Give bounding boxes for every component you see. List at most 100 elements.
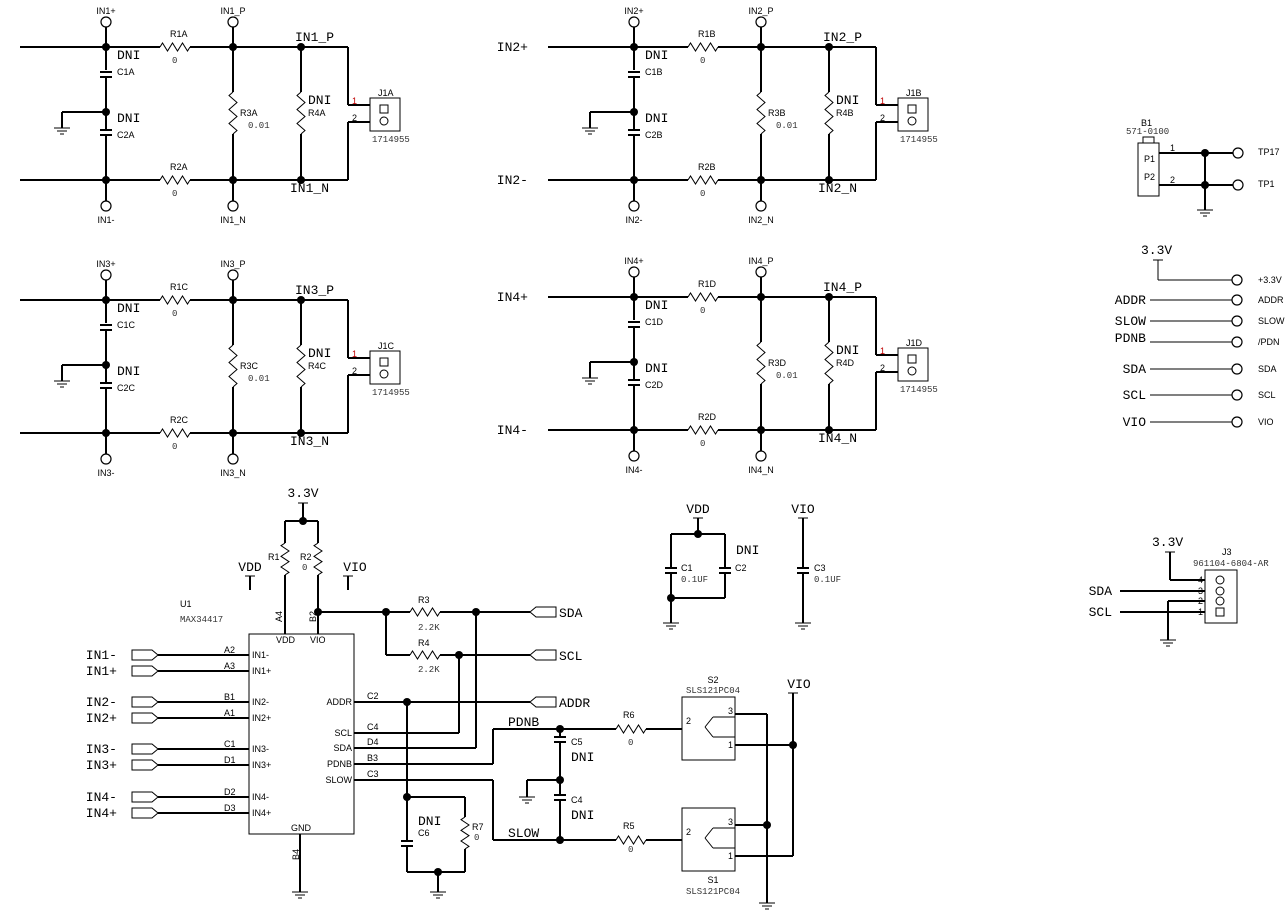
connector-body	[897, 347, 929, 382]
ref-designator: R1D	[698, 279, 717, 289]
value-label: 0	[172, 442, 177, 452]
net-label: IN4-	[86, 790, 117, 805]
ref-designator: U1	[180, 599, 192, 609]
dni-label: DNI	[736, 543, 759, 558]
value-label: 0.01	[248, 121, 270, 131]
resistor	[280, 542, 290, 576]
resistor	[228, 91, 238, 135]
ref-designator: C6	[418, 828, 430, 838]
test-point	[628, 266, 640, 278]
part-number: 1714955	[900, 135, 938, 145]
ref-designator: C1A	[117, 67, 135, 77]
ref-designator: R5	[623, 821, 635, 831]
part-number: 961104-6804-AR	[1193, 559, 1269, 569]
rail-label: 3.3V	[287, 486, 318, 501]
ref-designator: R4C	[308, 361, 327, 371]
pin-name: PDNB	[327, 759, 352, 769]
tp-label: SCL	[1258, 390, 1276, 400]
pin-name: IN4-	[252, 792, 269, 802]
ref-designator: R3	[418, 595, 430, 605]
net-label-in-n: IN2-	[497, 173, 528, 188]
connector-pin-square	[379, 357, 389, 367]
ball-label: D1	[224, 755, 236, 765]
ref-designator: R3B	[768, 108, 786, 118]
tp-label: IN2_N	[748, 215, 774, 225]
junction-dot	[825, 426, 833, 434]
dni-label: DNI	[571, 750, 594, 765]
port-arrow	[131, 712, 159, 724]
pin-number: 2	[686, 716, 691, 726]
value-label: 0.1UF	[681, 575, 708, 585]
junction-dot	[297, 296, 305, 304]
junction-dot	[229, 429, 237, 437]
ref-designator: C1	[681, 563, 693, 573]
ground-symbol	[1160, 639, 1176, 647]
dni-label: DNI	[645, 111, 668, 126]
resistor	[687, 292, 719, 302]
port-arrow	[131, 759, 159, 771]
value-label: 0.01	[248, 374, 270, 384]
ref-designator: S2	[707, 675, 718, 685]
ref-designator: R1C	[170, 282, 189, 292]
pin-name: IN2+	[252, 713, 271, 723]
resistor	[296, 344, 306, 388]
value-label: 0	[700, 189, 705, 199]
dni-label: DNI	[117, 364, 140, 379]
part-number: 1714955	[372, 388, 410, 398]
test-point	[227, 200, 239, 212]
tp-label: SDA	[1258, 364, 1277, 374]
channel-ch1: IN1+IN1-IN1+IN1-IN1_PIN1_NIN1_PIN1_NDNIC…	[0, 6, 410, 225]
test-point	[1231, 294, 1243, 306]
ref-designator: R2A	[170, 162, 188, 172]
dni-label: DNI	[117, 111, 140, 126]
tp-label: /PDN	[1258, 337, 1280, 347]
junction-dot	[825, 176, 833, 184]
value-label: 0	[628, 738, 633, 748]
pin-name: IN4+	[252, 808, 271, 818]
test-point	[1231, 315, 1243, 327]
pin-number: 4	[1198, 575, 1203, 585]
resistor	[687, 42, 719, 52]
ref-designator: R1B	[698, 29, 716, 39]
pin-name: IN1-	[252, 650, 269, 660]
ball-label: B4	[291, 849, 301, 860]
ref-designator: C3	[814, 563, 826, 573]
ball-label: A2	[224, 645, 235, 655]
tp-label: +3.3V	[1258, 275, 1282, 285]
test-point	[100, 453, 112, 465]
pin-number: 3	[728, 817, 733, 827]
port-arrow	[131, 743, 159, 755]
part-number: SLS121PC04	[686, 686, 740, 696]
tp-label: TP17	[1258, 147, 1280, 157]
ref-designator: C2B	[645, 130, 663, 140]
resistor	[687, 425, 719, 435]
shunt-channels: IN1+IN1-IN1+IN1-IN1_PIN1_NIN1_PIN1_NDNIC…	[0, 6, 938, 478]
connector-pin-square	[907, 104, 917, 114]
resistor	[687, 175, 719, 185]
ref-designator: C1D	[645, 317, 664, 327]
switch-lever	[704, 726, 714, 738]
ref-designator: J1B	[906, 88, 922, 98]
junction-dot	[102, 296, 110, 304]
pin-number: 2	[352, 113, 357, 123]
junction-dot	[229, 176, 237, 184]
port-arrow	[131, 696, 159, 708]
pin-name: IN1+	[252, 666, 271, 676]
test-point	[1231, 336, 1243, 348]
net-label: IN4_N	[818, 431, 857, 446]
tp-label: IN1_N	[220, 215, 246, 225]
junction-dot	[825, 43, 833, 51]
value-label: 0	[700, 56, 705, 66]
ref-designator: S1	[707, 875, 718, 885]
connector-pin-round	[1215, 575, 1225, 585]
junction-dot	[757, 43, 765, 51]
ref-designator: J3	[1222, 547, 1232, 557]
tp-label: IN4-	[625, 465, 642, 475]
net-label: ADDR	[559, 696, 590, 711]
tp-label: IN3-	[97, 468, 114, 478]
net-label: ADDR	[1115, 293, 1146, 308]
ref-designator: J1C	[378, 341, 395, 351]
connector-pin-round	[379, 369, 389, 379]
